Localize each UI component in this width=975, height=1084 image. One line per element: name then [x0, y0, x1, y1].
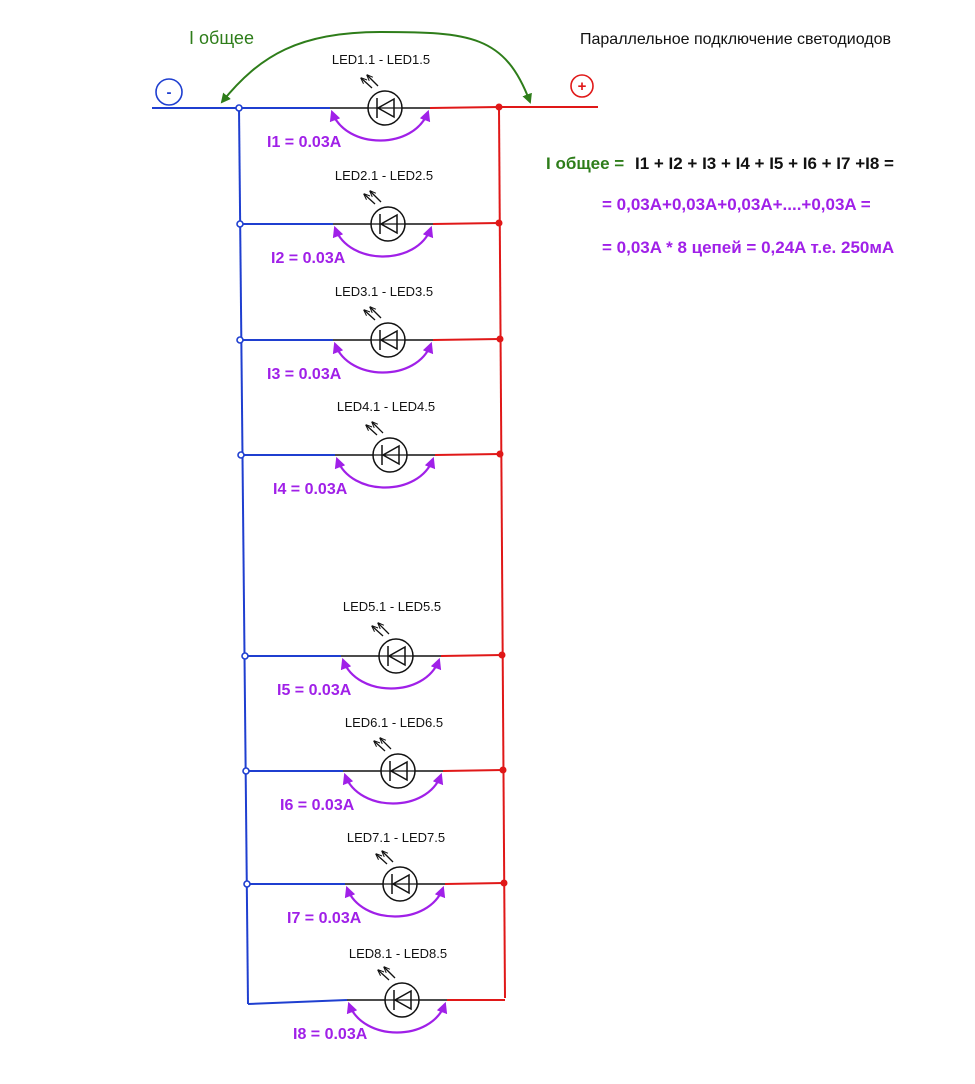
light-emission-arrow-icon — [378, 970, 390, 981]
led-group-label: LED8.1 - LED8.5 — [349, 946, 447, 961]
branch-current-arrow — [340, 657, 442, 690]
led-group-label: LED5.1 - LED5.5 — [343, 599, 441, 614]
formula-line-2: = 0,03A+0,03A+0,03A+....+0,03A = — [602, 195, 871, 214]
led-symbol — [372, 623, 414, 674]
branch-current-label: I4 = 0.03A — [273, 481, 348, 498]
led-group-label: LED1.1 - LED1.5 — [332, 52, 430, 67]
positive-junction-node — [500, 879, 508, 887]
branch-2: LED2.1 - LED2.5 I2 = 0.03A — [236, 168, 503, 267]
light-emission-arrow-icon — [372, 626, 384, 637]
negative-junction-node — [243, 880, 251, 888]
branch-current-arrow — [342, 772, 444, 805]
branch-3: LED3.1 - LED3.5 I3 = 0.03A — [236, 284, 504, 383]
led-symbol — [376, 851, 418, 902]
branch-current-arrow — [346, 1001, 448, 1034]
branch-current-label: I3 = 0.03A — [267, 366, 342, 383]
positive-branch-wire — [442, 769, 504, 772]
light-emission-arrow-icon — [382, 851, 394, 863]
positive-junction-node — [498, 651, 506, 659]
formula: I общее = I1 + I2 + I3 + I4 + I5 + I6 + … — [546, 154, 894, 257]
negative-junction-node — [236, 336, 244, 344]
negative-rail — [238, 107, 249, 1005]
branch-current-arrow — [329, 109, 431, 142]
formula-line-3: = 0,03A * 8 цепей = 0,24A т.е. 250мА — [602, 238, 894, 257]
formula-line-1: I общее = I1 + I2 + I3 + I4 + I5 + I6 + … — [546, 154, 894, 173]
branch-5: LED5.1 - LED5.5 I5 = 0.03A — [241, 599, 506, 699]
negative-junction-node — [241, 652, 249, 660]
branch-current-arrow — [334, 456, 436, 489]
plus-sign: + — [578, 78, 587, 95]
light-emission-arrow-icon — [370, 307, 382, 319]
light-emission-arrow-icon — [384, 967, 396, 979]
led-symbol — [364, 307, 406, 358]
light-emission-arrow-icon — [376, 854, 388, 865]
total-current-label: I общее — [189, 28, 254, 48]
branch-current-arrow — [332, 341, 434, 374]
led-group-label: LED6.1 - LED6.5 — [345, 715, 443, 730]
branch-8: LED8.1 - LED8.5 I8 = 0.03A — [247, 946, 505, 1043]
branch-current-arrow — [332, 225, 434, 258]
negative-junction-node — [235, 104, 243, 112]
led-group-label: LED2.1 - LED2.5 — [335, 168, 433, 183]
led-group-label: LED7.1 - LED7.5 — [347, 830, 445, 845]
branch-current-label: I5 = 0.03A — [277, 682, 352, 699]
led-symbol — [378, 967, 420, 1018]
branch-current-label: I1 = 0.03A — [267, 134, 342, 151]
positive-branch-wire — [440, 654, 503, 657]
led-symbol — [374, 738, 416, 789]
light-emission-arrow-icon — [364, 310, 376, 321]
branch-6: LED6.1 - LED6.5 I6 = 0.03A — [242, 715, 507, 814]
positive-junction-node — [495, 219, 503, 227]
negative-branch-wire — [247, 999, 348, 1005]
negative-junction-node — [237, 451, 245, 459]
light-emission-arrow-icon — [367, 75, 379, 87]
positive-branch-wire — [432, 338, 501, 341]
light-emission-arrow-icon — [361, 78, 373, 89]
minus-sign: - — [167, 84, 172, 101]
positive-branch-wire — [432, 222, 500, 225]
light-emission-arrow-icon — [380, 738, 392, 750]
light-emission-arrow-icon — [378, 623, 390, 635]
positive-junction-node — [496, 450, 504, 458]
positive-junction-node — [495, 103, 503, 111]
diagram-title: Параллельное подключение светодиодов — [580, 31, 891, 48]
formula-total-prefix: I общее = — [546, 154, 624, 173]
led-symbol — [366, 422, 408, 473]
light-emission-arrow-icon — [364, 194, 376, 205]
positive-rail — [498, 107, 506, 999]
led-group-label: LED4.1 - LED4.5 — [337, 399, 435, 414]
total-current-arrow — [220, 30, 532, 104]
branch-current-label: I6 = 0.03A — [280, 797, 355, 814]
light-emission-arrow-icon — [366, 425, 378, 436]
positive-branch-wire — [434, 453, 501, 456]
led-symbol — [364, 191, 406, 242]
branch-current-arrow — [344, 885, 446, 918]
negative-junction-node — [242, 767, 250, 775]
negative-terminal: - — [155, 78, 183, 106]
branch-7: LED7.1 - LED7.5 I7 = 0.03A — [243, 830, 508, 927]
led-symbol — [361, 75, 403, 126]
branch-current-label: I8 = 0.03A — [293, 1026, 368, 1043]
branch-current-label: I2 = 0.03A — [271, 250, 346, 267]
negative-junction-node — [236, 220, 244, 228]
branch-current-label: I7 = 0.03A — [287, 910, 362, 927]
branch-1: LED1.1 - LED1.5 I1 = 0.03A — [235, 52, 503, 151]
light-emission-arrow-icon — [372, 422, 384, 434]
light-emission-arrow-icon — [370, 191, 382, 203]
branch-4: LED4.1 - LED4.5 I4 = 0.03A — [237, 399, 504, 498]
light-emission-arrow-icon — [374, 741, 386, 752]
positive-branch-wire — [444, 882, 505, 885]
positive-terminal: + — [570, 74, 594, 98]
led-group-label: LED3.1 - LED3.5 — [335, 284, 433, 299]
positive-junction-node — [499, 766, 507, 774]
positive-branch-wire — [429, 106, 500, 109]
positive-junction-node — [496, 335, 504, 343]
formula-sum: I1 + I2 + I3 + I4 + I5 + I6 + I7 +I8 = — [635, 154, 894, 173]
